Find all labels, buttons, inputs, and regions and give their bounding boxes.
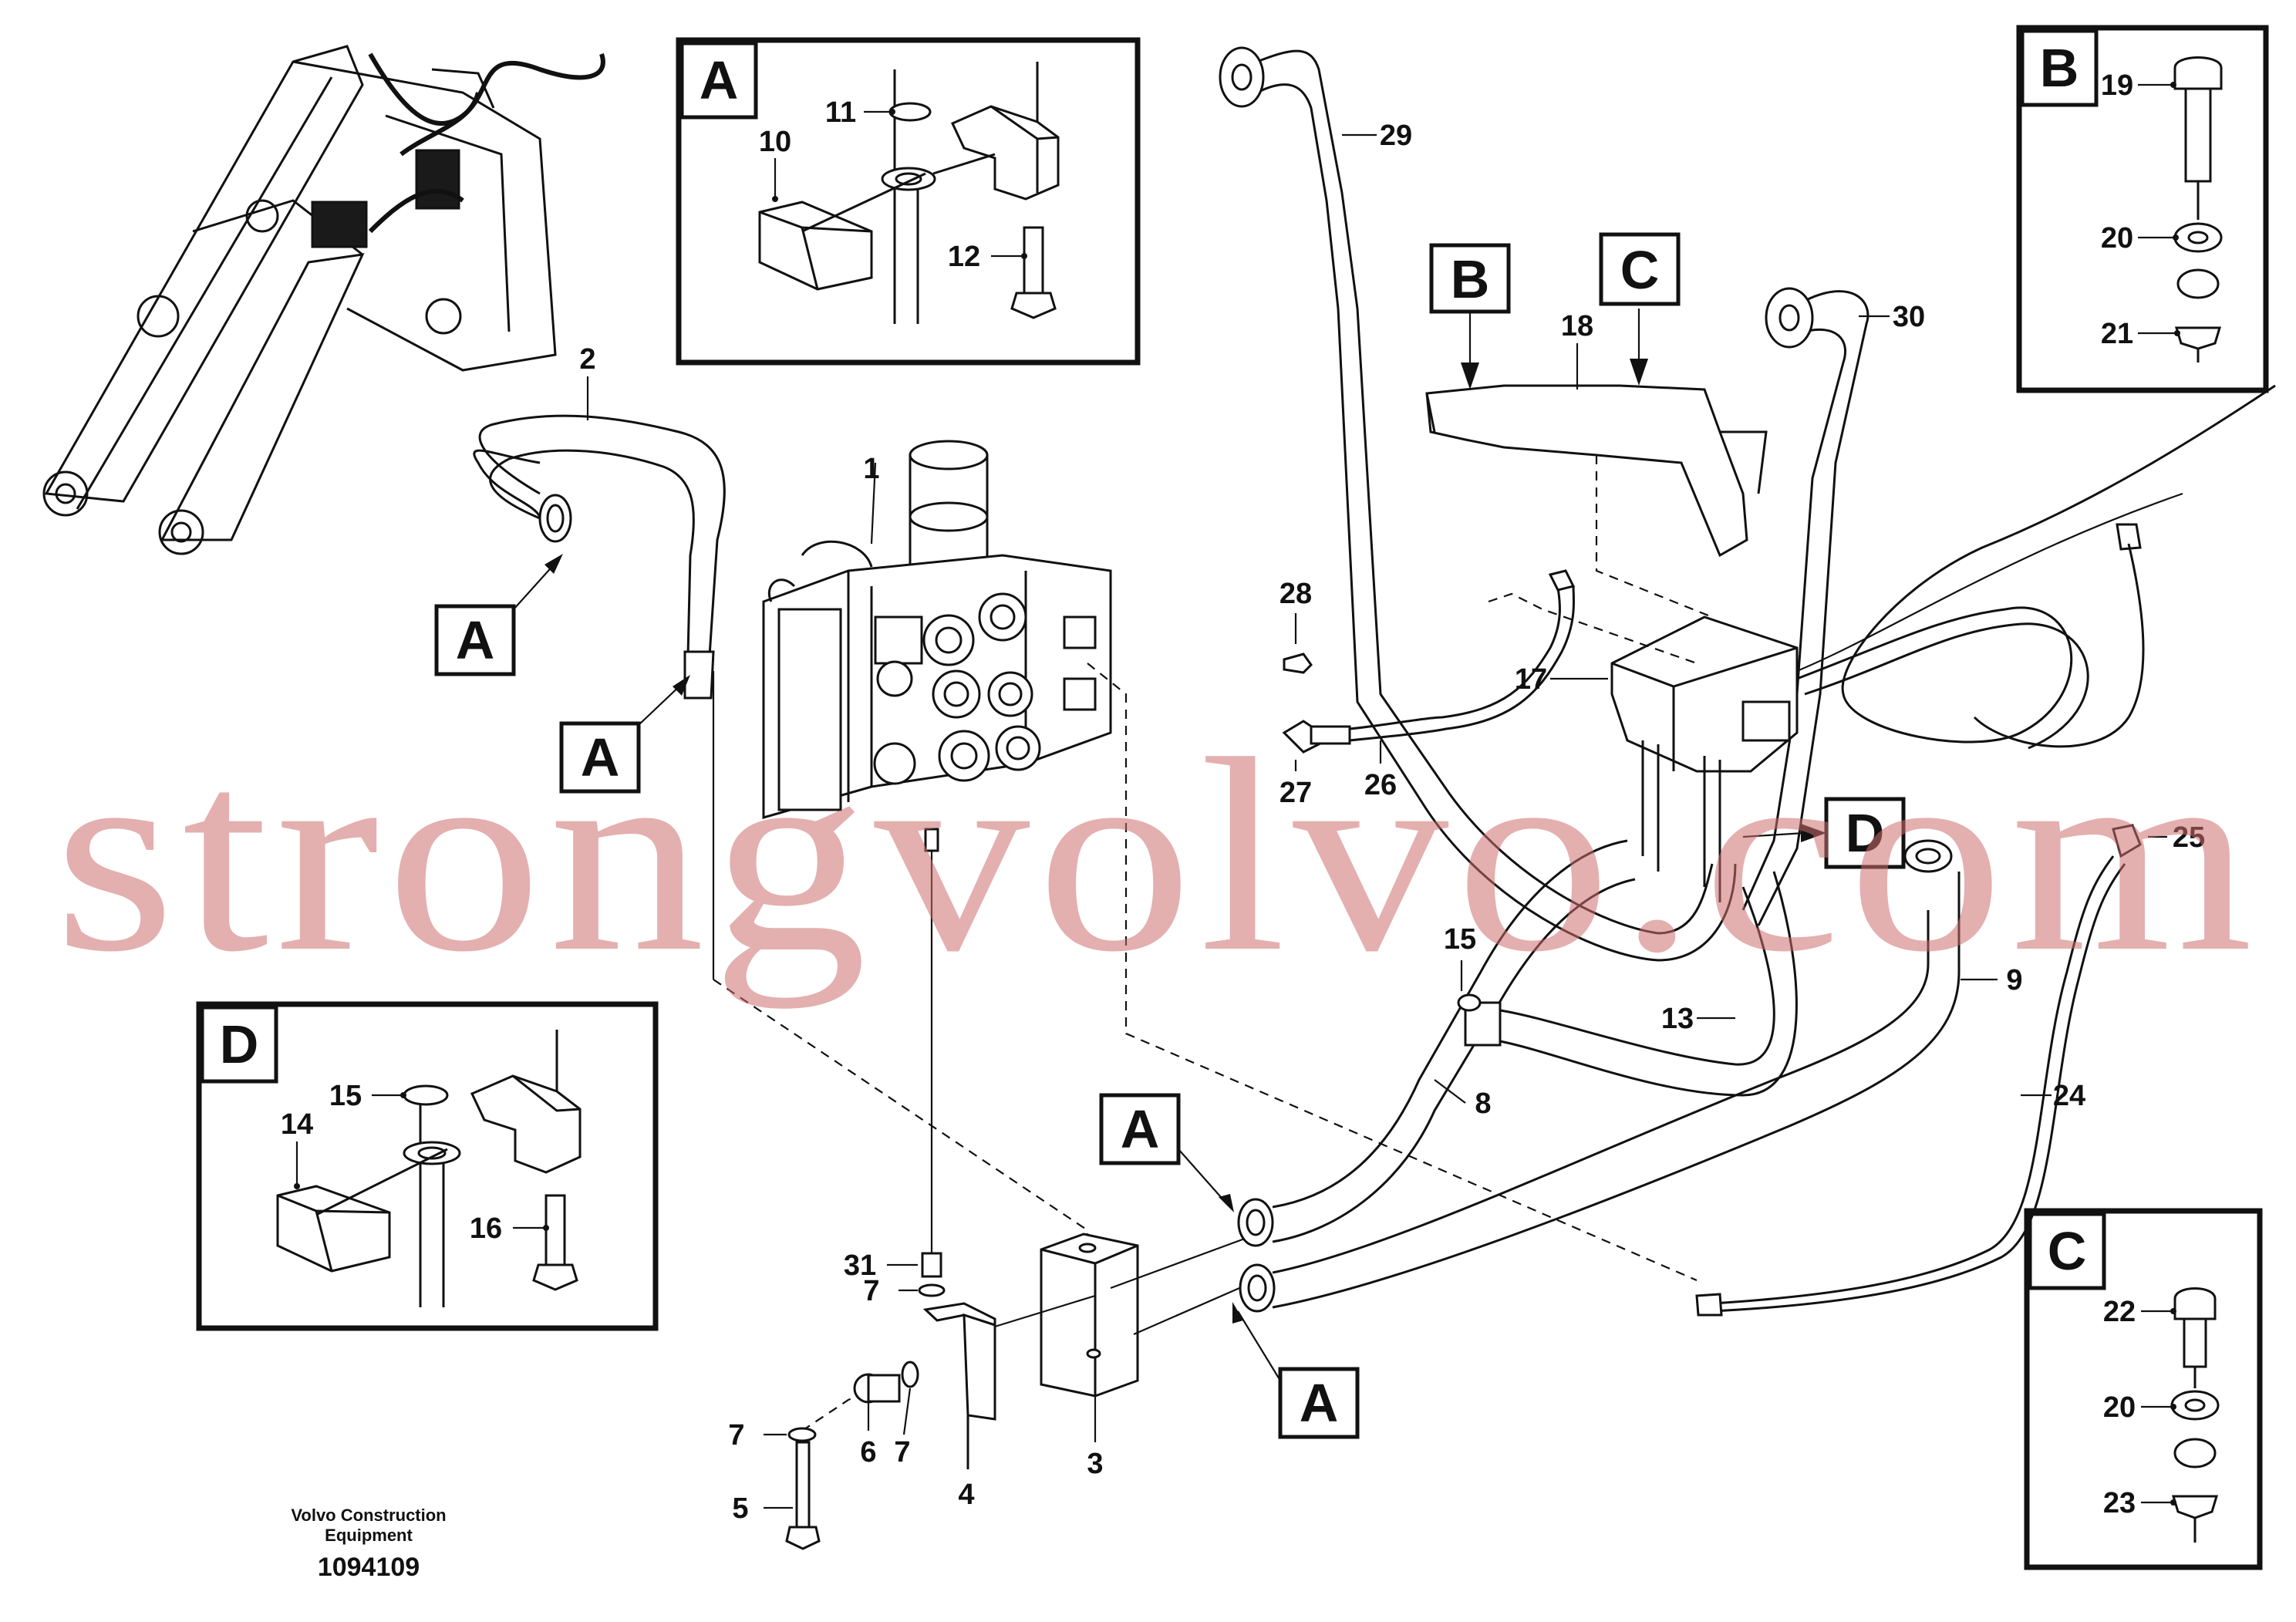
- callout-10: 10: [759, 126, 791, 158]
- tag-a-pipe-2: A: [456, 610, 495, 670]
- callout-18: 18: [1561, 310, 1593, 342]
- watermark-text: strongvolvo.com: [54, 701, 2260, 1010]
- callout-4: 4: [958, 1479, 974, 1511]
- callout-30: 30: [1893, 301, 1925, 333]
- callout-23: 23: [2103, 1487, 2136, 1519]
- callout-8: 8: [1475, 1088, 1491, 1120]
- footer: Volvo Construction Equipment 1094109: [291, 1506, 446, 1582]
- callout-15-view-d: 15: [329, 1080, 362, 1112]
- callout-26: 26: [1364, 769, 1397, 801]
- callout-24: 24: [2053, 1080, 2085, 1112]
- callout-5: 5: [732, 1492, 748, 1525]
- detail-view-c-letter: C: [2048, 1221, 2087, 1281]
- detail-view-b: B 19 20 21: [2016, 25, 2269, 393]
- callout-16: 16: [470, 1212, 502, 1245]
- tag-c: C: [1620, 240, 1660, 300]
- tag-b: B: [1451, 249, 1490, 309]
- callout-28: 28: [1279, 578, 1312, 610]
- callout-19: 19: [2101, 69, 2133, 102]
- callout-7-lower: 7: [728, 1419, 744, 1452]
- callout-13: 13: [1661, 1003, 1694, 1035]
- callout-7-right: 7: [894, 1436, 910, 1469]
- callout-21: 21: [2101, 318, 2133, 350]
- callout-20-view-c: 20: [2103, 1391, 2136, 1424]
- tag-a-hose-9: A: [1300, 1373, 1339, 1433]
- callout-14: 14: [281, 1108, 313, 1141]
- tag-d: D: [1846, 803, 1885, 863]
- detail-view-b-letter: B: [2040, 38, 2079, 98]
- callout-27: 27: [1279, 777, 1312, 809]
- main-assembly: 1 3 4 31 7 6 7 7: [434, 46, 2276, 1550]
- tag-a-pipe-2-lower: A: [581, 727, 620, 787]
- callout-15-main: 15: [1444, 923, 1476, 956]
- detail-view-a: A 11 10 12: [676, 37, 1141, 366]
- detail-view-d: D 15 14 16: [196, 1001, 659, 1331]
- callout-7-upper: 7: [863, 1275, 879, 1307]
- detail-view-c: C 22 20 23: [2024, 1208, 2263, 1570]
- footer-company-line2: Equipment: [325, 1526, 413, 1545]
- callout-11: 11: [825, 96, 856, 129]
- footer-drawing-number: 1094109: [318, 1553, 420, 1582]
- callout-20-view-b: 20: [2101, 222, 2133, 255]
- callout-1: 1: [863, 453, 879, 485]
- callout-31: 31: [844, 1249, 876, 1282]
- detail-view-d-letter: D: [220, 1014, 259, 1074]
- callout-6: 6: [860, 1436, 876, 1469]
- callout-29: 29: [1380, 120, 1412, 152]
- tag-a-hose-8: A: [1121, 1099, 1160, 1159]
- machine-overview-illustration: [42, 45, 605, 555]
- callout-12: 12: [948, 241, 980, 273]
- callout-3: 3: [1087, 1448, 1103, 1480]
- detail-view-a-letter: A: [700, 50, 739, 110]
- footer-company-line1: Volvo Construction: [291, 1506, 446, 1525]
- callout-9: 9: [2006, 964, 2022, 996]
- callout-25: 25: [2173, 821, 2205, 854]
- callout-2: 2: [579, 343, 595, 376]
- callout-17: 17: [1515, 663, 1547, 696]
- callout-22: 22: [2103, 1296, 2136, 1328]
